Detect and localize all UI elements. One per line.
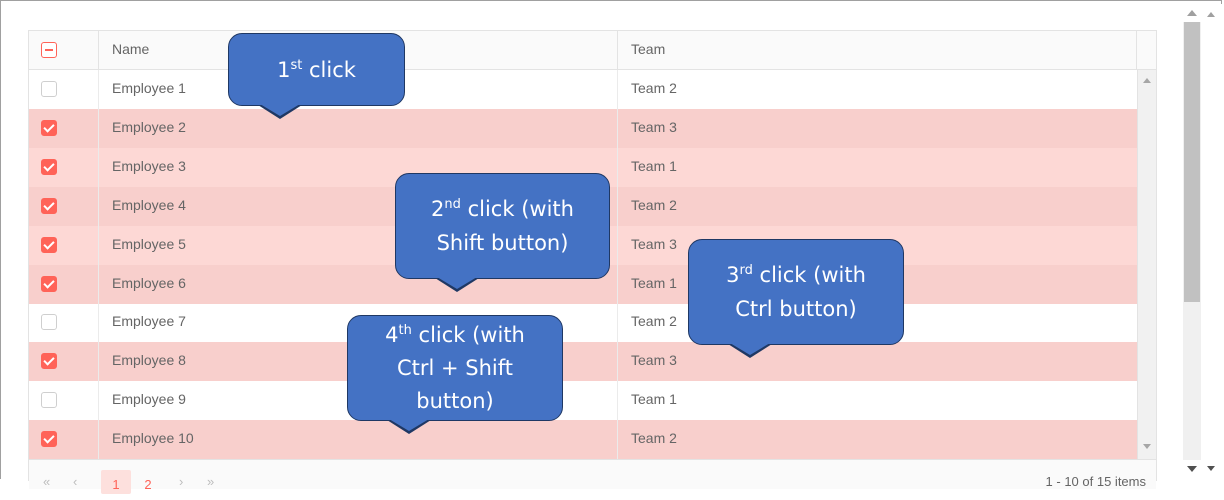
outer-scroll-up-icon[interactable] xyxy=(1207,12,1215,17)
grid-vertical-scrollbar[interactable] xyxy=(1137,70,1156,459)
cell-team: Team 2 xyxy=(631,313,677,329)
pager-first-button[interactable]: « xyxy=(43,474,51,489)
cell-name: Employee 8 xyxy=(99,342,618,381)
cell-team: Team 2 xyxy=(631,80,677,96)
row-checkbox[interactable] xyxy=(41,120,57,136)
callout-first-click: 1st click xyxy=(228,33,405,106)
row-checkbox[interactable] xyxy=(41,392,57,408)
pager-prev-button[interactable]: ‹ xyxy=(73,474,78,489)
cell-name: Employee 9 xyxy=(99,381,618,420)
callout-text: click xyxy=(302,57,356,82)
page-scroll-up-icon[interactable] xyxy=(1187,10,1197,16)
row-checkbox[interactable] xyxy=(41,431,57,447)
callout-ordinal: 1 xyxy=(277,57,291,82)
pager-last-button[interactable]: » xyxy=(207,474,215,489)
cell-name: Employee 1 xyxy=(99,70,618,109)
row-select-cell xyxy=(29,226,99,265)
cell-team: Team 1 xyxy=(631,158,677,174)
callout-text: click (with Ctrl + Shift button) xyxy=(396,322,525,413)
row-checkbox[interactable] xyxy=(41,198,57,214)
cell-team: Team 2 xyxy=(631,430,677,446)
scroll-up-arrow-icon[interactable] xyxy=(1143,78,1151,83)
callout-ordinal-suffix: nd xyxy=(444,197,461,212)
page-scrollbar[interactable] xyxy=(1180,4,1222,481)
outer-scroll-down-icon[interactable] xyxy=(1207,466,1215,471)
table-row[interactable]: Employee 1 Team 2 xyxy=(29,70,1137,109)
cell-name: Employee 3 xyxy=(99,148,618,187)
row-checkbox[interactable] xyxy=(41,237,57,253)
pager-page-2[interactable]: 2 xyxy=(144,477,152,492)
cell-team: Team 3 xyxy=(631,352,677,368)
cell-team: Team 3 xyxy=(631,236,677,252)
grid-pager: « ‹ 1 2 › » 1 - 10 of 15 items xyxy=(29,459,1156,494)
table-row[interactable]: Employee 2 Team 3 xyxy=(29,109,1137,148)
callout-ordinal: 4 xyxy=(385,322,399,347)
cell-name: Employee 2 xyxy=(99,109,618,148)
callout-fourth-pointer xyxy=(387,419,431,434)
callout-ordinal-suffix: st xyxy=(290,57,303,73)
row-select-cell xyxy=(29,303,99,342)
cell-team: Team 2 xyxy=(631,197,677,213)
page-scroll-down-icon[interactable] xyxy=(1187,466,1197,472)
pager-info: 1 - 10 of 15 items xyxy=(1045,474,1146,489)
callout-second-pointer xyxy=(435,277,479,292)
callout-ordinal-suffix: th xyxy=(398,322,412,338)
header-scroll-gutter xyxy=(1137,31,1156,69)
row-select-cell xyxy=(29,70,99,109)
row-select-cell xyxy=(29,420,99,459)
row-select-cell xyxy=(29,265,99,304)
scroll-down-arrow-icon[interactable] xyxy=(1143,444,1151,449)
column-header-team[interactable]: Team xyxy=(618,31,1137,69)
cell-name: Employee 6 xyxy=(99,265,618,304)
cell-team: Team 1 xyxy=(631,275,677,291)
header-select-all-cell xyxy=(29,31,99,69)
table-row[interactable]: Employee 7 Team 2 xyxy=(29,303,1137,342)
callout-third-click: 3rd click (with Ctrl button) xyxy=(688,239,904,345)
table-row[interactable]: Employee 9 Team 1 xyxy=(29,381,1137,420)
row-select-cell xyxy=(29,109,99,148)
row-checkbox[interactable] xyxy=(41,159,57,175)
callout-third-pointer xyxy=(728,343,772,358)
cell-name: Employee 7 xyxy=(99,303,618,342)
callout-ordinal-suffix: rd xyxy=(739,263,753,278)
cell-team: Team 3 xyxy=(631,119,677,135)
row-select-cell xyxy=(29,381,99,420)
row-select-cell xyxy=(29,148,99,187)
callout-first-pointer xyxy=(258,104,302,119)
row-checkbox[interactable] xyxy=(41,353,57,369)
page-scroll-thumb[interactable] xyxy=(1184,22,1200,302)
cell-team: Team 1 xyxy=(631,391,677,407)
row-select-cell xyxy=(29,187,99,226)
table-row[interactable]: Employee 8 Team 3 xyxy=(29,342,1137,381)
row-checkbox[interactable] xyxy=(41,276,57,292)
column-header-name[interactable]: Name xyxy=(99,31,618,69)
cell-name: Employee 4 xyxy=(99,187,618,226)
callout-second-click: 2nd click (with Shift button) xyxy=(395,173,610,279)
pager-next-button[interactable]: › xyxy=(179,474,184,489)
select-all-checkbox[interactable] xyxy=(41,42,57,58)
pager-page-1[interactable]: 1 xyxy=(101,470,131,494)
callout-text: click (with Shift button) xyxy=(436,197,574,255)
row-checkbox[interactable] xyxy=(41,81,57,97)
callout-ordinal: 3 xyxy=(726,263,740,287)
cell-name: Employee 10 xyxy=(99,420,618,459)
callout-text: click (with Ctrl button) xyxy=(735,263,866,321)
grid-header: Name Team xyxy=(29,31,1156,70)
row-select-cell xyxy=(29,342,99,381)
callout-ordinal: 2 xyxy=(431,197,445,221)
callout-fourth-click: 4th click (with Ctrl + Shift button) xyxy=(347,315,563,421)
cell-name: Employee 5 xyxy=(99,226,618,265)
row-checkbox[interactable] xyxy=(41,314,57,330)
table-row[interactable]: Employee 10 Team 2 xyxy=(29,420,1137,459)
